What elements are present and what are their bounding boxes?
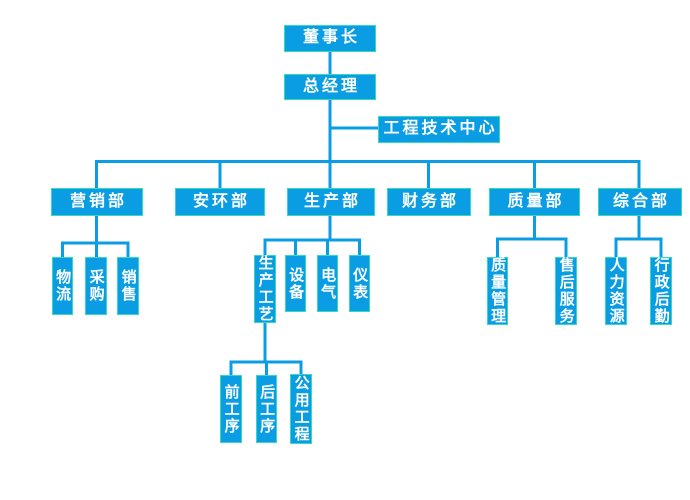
org-node-production-dept: 生产部 xyxy=(287,188,375,216)
org-node-human-resources: 人力资源 xyxy=(605,257,627,325)
connector-process-group xyxy=(229,323,303,375)
org-node-safety-env-dept: 安环部 xyxy=(175,188,265,216)
connector-marketing-group xyxy=(61,216,130,257)
org-node-equipment: 设备 xyxy=(285,255,306,312)
connector-production-group xyxy=(263,216,361,255)
org-node-admin-logistics: 行政后勤 xyxy=(650,257,672,325)
org-node-front-process: 前工序 xyxy=(220,375,242,443)
org-node-sales: 销售 xyxy=(117,257,139,315)
org-node-logistics: 物流 xyxy=(52,257,73,315)
org-node-general-affairs-dept: 综合部 xyxy=(598,188,682,216)
org-node-instrument: 仪表 xyxy=(349,255,370,312)
org-node-finance-dept: 财务部 xyxy=(387,188,471,216)
org-node-production-process: 生产工艺 xyxy=(254,255,276,323)
org-node-utility-engineering: 公用工程 xyxy=(290,374,312,444)
connector-general-group xyxy=(614,216,663,257)
connector-department-rail xyxy=(95,160,641,189)
org-node-back-process: 后工序 xyxy=(256,375,277,443)
org-node-chairman: 董事长 xyxy=(284,25,376,52)
org-node-quality-dept: 质量部 xyxy=(489,188,580,216)
org-node-electrical: 电气 xyxy=(317,255,338,312)
org-node-after-sales-service: 售后服务 xyxy=(555,257,577,325)
org-node-quality-management: 质量管理 xyxy=(487,257,508,325)
org-node-purchasing: 采购 xyxy=(85,257,107,315)
connector-quality-group xyxy=(496,216,568,257)
org-node-engineering-center: 工程技术中心 xyxy=(378,116,500,143)
org-node-marketing-dept: 营销部 xyxy=(51,188,143,216)
org-node-general-manager: 总经理 xyxy=(284,74,376,100)
